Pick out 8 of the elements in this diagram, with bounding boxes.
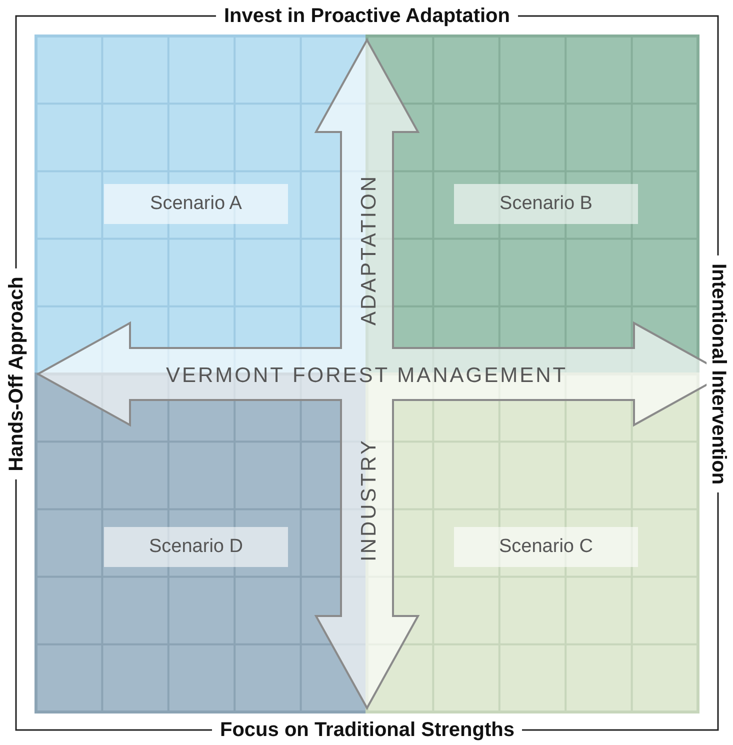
arrow-label: ADAPTATION	[357, 174, 382, 326]
scenario-box: Scenario C	[454, 527, 638, 567]
scenario-box: Scenario A	[104, 184, 288, 224]
arrow-label: VERMONT FOREST MANAGEMENT	[166, 364, 568, 388]
axis-title: Intentional Intervention	[706, 255, 730, 493]
arrow-label: INDUSTRY	[356, 438, 381, 562]
scenario-box: Scenario B	[454, 184, 638, 224]
scenario-box: Scenario D	[104, 527, 288, 567]
